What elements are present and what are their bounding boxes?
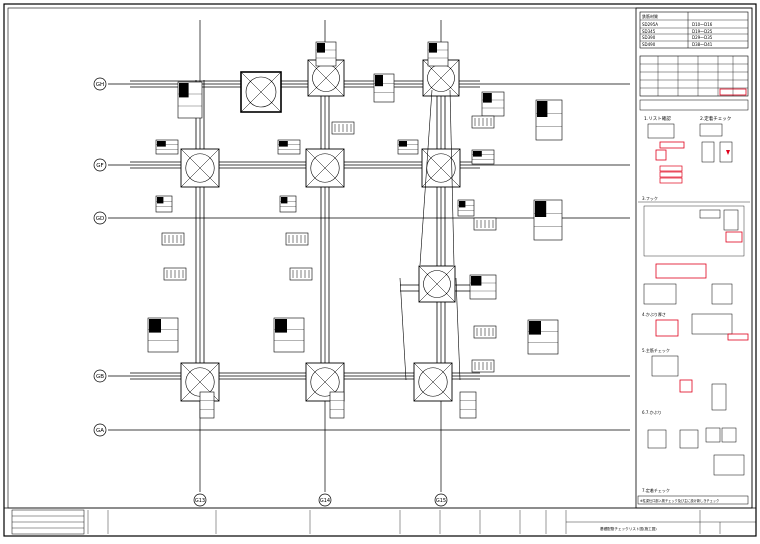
title-block: 基礎配筋チェックリスト図(施工図) — [4, 507, 756, 535]
footing-diagonal — [307, 59, 345, 97]
rebar-tag-fill — [429, 43, 437, 53]
rebar-tag-fill — [157, 141, 166, 147]
grid-col-g15-label: G15 — [436, 498, 446, 504]
tie-line — [419, 89, 433, 266]
legend-range-1: D10～D16 — [692, 22, 713, 27]
grid-row-gd-bubble — [93, 211, 107, 225]
rebar-tag — [329, 391, 345, 419]
rebar-tag-fill — [179, 83, 189, 98]
legend-header-text: 鉄筋材質 — [642, 13, 658, 19]
grid-row-gf-bubble — [93, 158, 107, 172]
legend-bottom-note: ※柱梁仕口部入検チェック及び主に設け新しきチェック — [640, 498, 719, 503]
rebar-tag — [459, 391, 477, 419]
grid-col-g13-bubble — [193, 493, 207, 507]
grid-row-gf-label: GF — [96, 163, 103, 169]
grid-col-g13-label: G13 — [195, 498, 205, 504]
grid-col-g15-bubble — [434, 493, 448, 507]
footing-pile — [310, 367, 340, 397]
legend-range-2: D19～D25 — [692, 29, 713, 34]
drawing-title: 基礎配筋チェックリスト図(施工図) — [600, 526, 657, 531]
grid-row-gh-bubble — [93, 77, 107, 91]
rebar-tag-fill — [529, 321, 541, 335]
legend-material-table: 鉄筋材質 SD295A D10～D16 SD345 D19～D25 SD390 … — [639, 11, 749, 49]
footing-diagonal — [421, 148, 461, 188]
footing-diagonal — [305, 362, 345, 402]
legend-grade-4: SD490 — [642, 42, 656, 47]
legend-step-4: 4.かぶり厚さ — [642, 311, 666, 317]
legend-grade-2: SD345 — [642, 29, 656, 34]
footing-pile — [245, 76, 277, 108]
rebar-tag-fill — [375, 75, 383, 87]
legend-range-3: D29～D35 — [692, 35, 713, 40]
rebar-tag-fill — [279, 141, 288, 147]
legend-step-7: 7.定着チェック — [642, 487, 670, 493]
rebar-tag-fill — [473, 151, 482, 157]
footing-diagonal — [413, 362, 453, 402]
footing-pile — [310, 153, 340, 183]
rebar-tag-fill — [535, 201, 547, 217]
rebar-tag-fill — [471, 276, 482, 286]
rebar-tag-fill — [317, 43, 325, 53]
rebar-tag-fill — [537, 101, 548, 117]
foundation-plan: GH GF GD GB GA G13 G14 G15 — [93, 20, 630, 507]
footing-pile — [423, 270, 451, 298]
legend-panel — [635, 7, 753, 509]
tie-line — [449, 89, 455, 266]
grid-row-gb-label: GB — [96, 374, 104, 380]
legend-step-6: 6.7.かぶり — [642, 409, 662, 415]
grid-row-ga-bubble — [93, 423, 107, 437]
legend-step-5: 5.主筋チェック — [642, 347, 670, 353]
rebar-tag-fill — [399, 141, 407, 147]
footing-pile — [418, 367, 448, 397]
rebar-tag-fill — [149, 319, 161, 333]
rebar-tag-fill — [275, 319, 287, 333]
rebar-tag — [469, 274, 497, 300]
grid-row-gd-label: GD — [96, 216, 105, 222]
grid-row-ga-label: GA — [96, 428, 104, 434]
footing-diagonal — [180, 148, 220, 188]
rebar-tag — [199, 391, 215, 419]
legend-grade-1: SD295A — [642, 22, 658, 27]
footing-diagonal — [418, 265, 456, 303]
grid-row-gh-label: GH — [96, 82, 104, 88]
legend-range-4: D38～D41 — [692, 42, 713, 47]
sheet-border — [3, 3, 757, 537]
legend-grade-3: SD390 — [642, 35, 656, 40]
rebar-tag-fill — [483, 93, 492, 103]
legend-step-1: 1.リスト確認 — [644, 115, 671, 122]
footing-diagonal — [240, 71, 282, 113]
grid-col-g14-label: G14 — [320, 498, 330, 504]
legend-steps: 1.リスト確認 2.定着チェック 3.フック 4.かぶり厚さ 5.主筋チェック … — [637, 99, 750, 505]
legend-step-3: 3.フック — [642, 195, 658, 201]
tie-line — [455, 277, 461, 381]
legend-anchorage-table — [639, 55, 749, 97]
grid-row-gb-bubble — [93, 369, 107, 383]
footing-pile — [185, 153, 215, 183]
rebar-tag-fill — [281, 197, 288, 204]
legend-step-2: 2.定着チェック — [700, 115, 731, 122]
tie-line — [399, 277, 407, 381]
footing-diagonal — [422, 59, 460, 97]
footing-diagonal — [180, 362, 220, 402]
rebar-tag-fill — [459, 201, 466, 208]
footing-diagonal — [305, 148, 345, 188]
rebar-tag-fill — [157, 197, 164, 204]
grid-col-g14-bubble — [318, 493, 332, 507]
